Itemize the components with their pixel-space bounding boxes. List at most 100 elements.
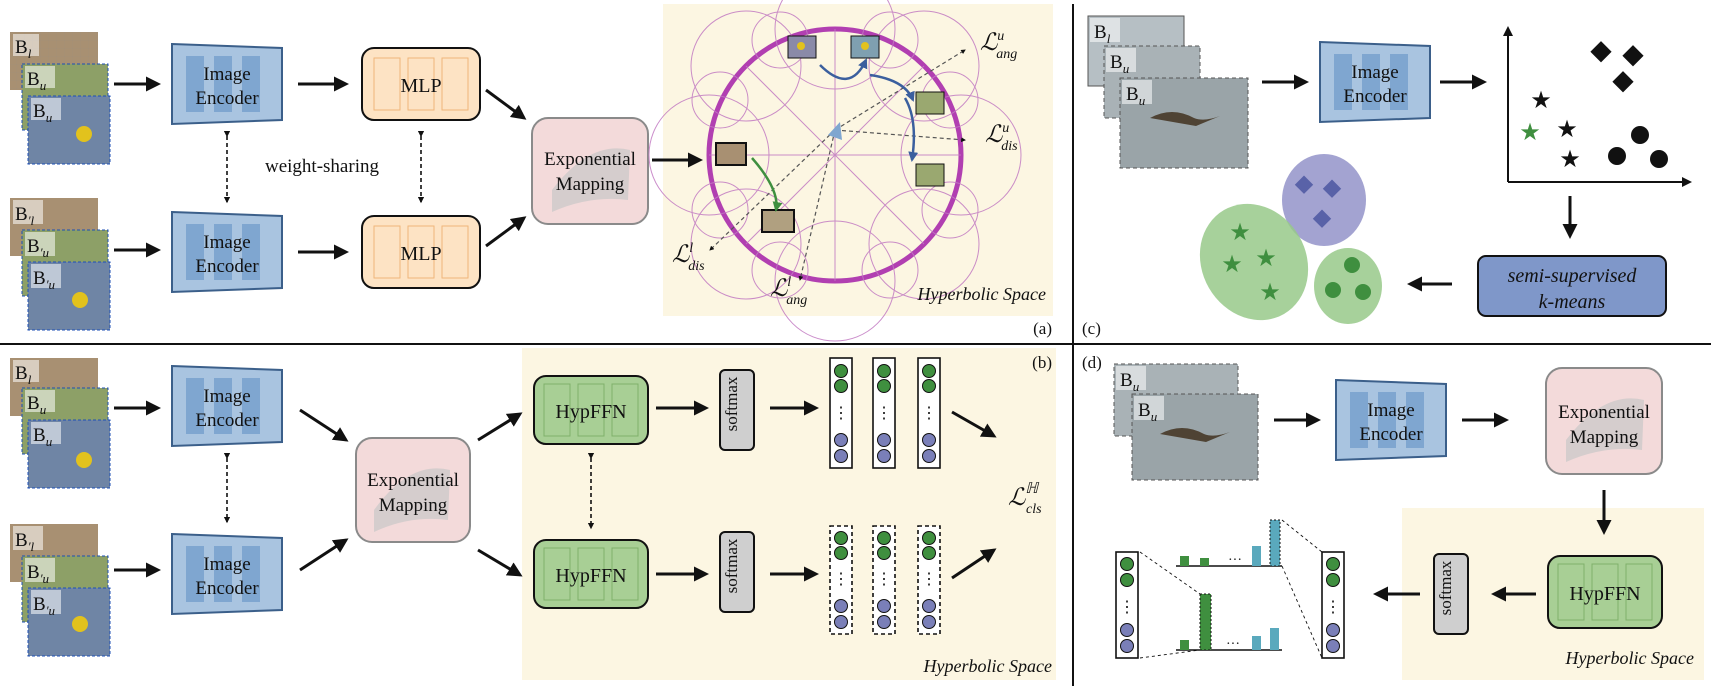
svg-text:Image: Image [1367,400,1414,421]
svg-text:HypFFN: HypFFN [555,565,626,587]
star-marker: ★ [1556,117,1578,143]
svg-text:★: ★ [1259,280,1281,306]
svg-text:★: ★ [1255,246,1277,272]
batch-label-bottom-1: B′l [15,204,35,228]
svg-text:⋮: ⋮ [833,405,849,422]
prob-vectors-b-bottom: ⋮ ⋮ ⋮ [829,525,941,635]
svg-text:Encoder: Encoder [195,410,259,431]
batch-image-stack-b-bottom: B′l B′u B′u [10,524,111,657]
panel-a: Bl Bu Bu B′l B′u B′u Image Encoder [10,0,1052,342]
mlp-label: MLP [400,243,441,265]
svg-text:Encoder: Encoder [1359,424,1423,445]
svg-text:softmax: softmax [722,376,741,431]
svg-text:HypFFN: HypFFN [1569,583,1640,605]
hypffn-d: HypFFN [1547,555,1663,629]
image-stack-c: Bl Bu Bu [1087,15,1249,169]
poincare-disk [648,0,1022,342]
svg-text:···: ··· [1228,553,1242,568]
exp-label-1: Exponential [544,149,636,170]
encoder-label-1: Image [203,64,250,85]
svg-text:Bu: Bu [1126,84,1146,108]
svg-text:Bu: Bu [1110,52,1130,76]
circle-marker [1608,147,1626,165]
image-encoder-b-top: Image Encoder [171,364,283,448]
batch-label-top-1: Bl [15,37,32,61]
cluster-groups: ★ ★ ★ ★ [1199,154,1382,324]
image-encoder-b-bottom: Image Encoder [171,532,283,616]
svg-text:Encoder: Encoder [1343,86,1407,107]
feature-scatter-plot: ★ ★ ★ ★ [1503,26,1692,187]
batch-image-stack-b-top: Bl Bu Bu [10,358,111,489]
svg-text:Exponential: Exponential [367,470,459,491]
prediction-vector-right: ⋮ [1321,551,1345,659]
batch-image-stack-bottom: B′l B′u B′u [10,198,111,331]
hypffn-b-top: HypFFN [533,375,649,445]
svg-text:Bu: Bu [1120,370,1140,394]
circle-marker [1631,126,1649,144]
svg-text:⋮: ⋮ [921,405,937,422]
svg-text:Image: Image [203,554,250,575]
encoder-label-1: Image [203,232,250,253]
weight-sharing-label: weight-sharing [265,156,379,177]
star-marker: ★ [1559,147,1581,173]
mlp-label: MLP [400,75,441,97]
diamond-marker [1590,41,1612,63]
svg-text:⋮: ⋮ [1119,599,1135,616]
svg-text:⋮: ⋮ [876,405,892,422]
exponential-mapping-b: Exponential Mapping [355,437,471,543]
svg-text:softmax: softmax [1436,560,1455,615]
svg-text:B′l: B′l [15,530,35,554]
svg-text:⋮: ⋮ [876,571,892,588]
exponential-mapping-a: Exponential Mapping [531,117,649,225]
panel-c: Bl Bu Bu Image Encoder ★ ★ ★ ★ [1082,15,1692,338]
hypffn-b-bottom: HypFFN [533,539,649,609]
diamond-marker [1622,45,1644,67]
svg-text:★: ★ [1229,220,1251,246]
svg-text:Bl: Bl [1094,22,1111,46]
svg-text:Bu: Bu [1138,400,1158,424]
prob-vectors-b-top: ⋮ ⋮ ⋮ [829,357,941,469]
svg-text:Bu: Bu [27,393,47,417]
encoder-label-2: Encoder [195,88,259,109]
batch-label-bottom-3: B′u [33,268,56,292]
prediction-bars-bottom: ··· [1176,593,1282,652]
svg-text:HypFFN: HypFFN [555,401,626,423]
softmax-b-top: softmax [719,369,755,451]
panel-label-d: (d) [1082,353,1102,372]
svg-text:softmax: softmax [722,538,741,593]
svg-text:Encoder: Encoder [195,578,259,599]
panel-d: (d) Bu Bu Image Encoder Exponential Mapp… [1082,353,1694,668]
image-encoder-a-top: Image Encoder [171,42,283,126]
prediction-vector-left: ⋮ [1115,551,1139,659]
panel-label-b: (b) [1032,353,1052,372]
svg-text:Image: Image [203,386,250,407]
diamond-marker [1612,71,1634,93]
svg-text:Bl: Bl [15,363,32,387]
image-stack-d: Bu Bu [1113,363,1259,481]
svg-text:⋮: ⋮ [921,571,937,588]
panel-label-c: (c) [1082,319,1101,338]
mlp-block-top: MLP [361,47,481,121]
exponential-mapping-d: Exponential Mapping [1545,367,1663,475]
panel-b: (b) Bl Bu Bu B′l B′u B′u Image E [10,353,1052,676]
svg-text:Mapping: Mapping [379,495,448,516]
batch-image-stack-top: Bl Bu Bu [10,32,111,165]
svg-text:⋮: ⋮ [1325,599,1341,616]
image-encoder-c: Image Encoder [1319,40,1431,124]
circle-marker [1650,150,1668,168]
exp-label-2: Mapping [556,174,625,195]
panel-label-a: (a) [1033,319,1052,338]
batch-label-bottom-2: B′u [27,236,50,260]
star-marker: ★ [1530,88,1552,114]
svg-text:B′u: B′u [33,594,56,618]
softmax-b-bottom: softmax [719,531,755,613]
